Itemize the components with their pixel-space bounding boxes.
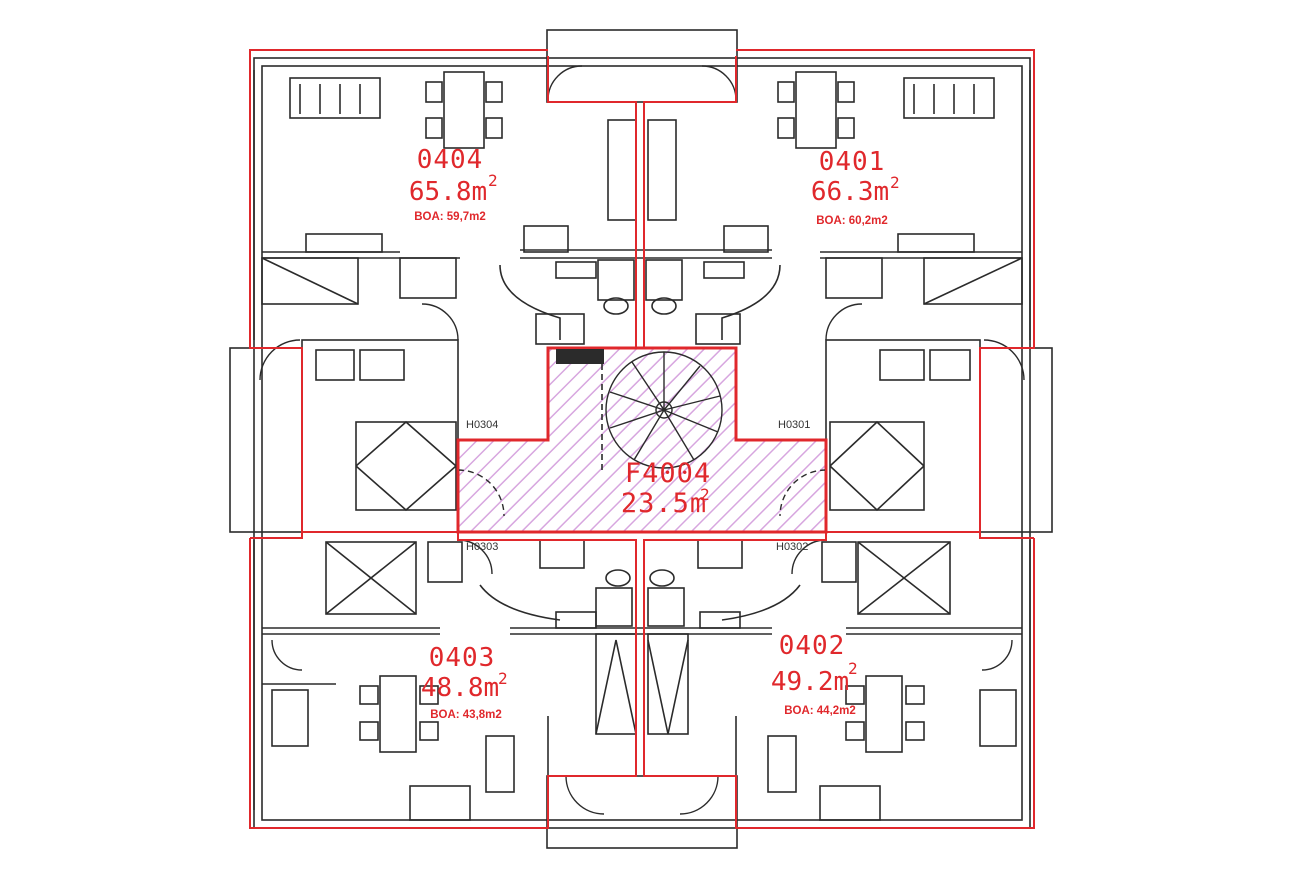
boundary-0402 [643,531,1035,829]
apartment-label-0404: 0404 65.8m 2 BOA: 59,7m2 [409,145,498,223]
spiral-stair [605,351,723,469]
core-id: F4004 [625,458,711,489]
apartment-id: 0404 [417,145,484,175]
core-area: 23.5m [621,488,707,519]
apartment-label-0401: 0401 66.3m 2 BOA: 60,2m2 [811,147,900,227]
apartment-area-sup: 2 [498,669,508,688]
door-tags: H0304 H0301 H0303 H0302 [466,419,810,553]
core-dark-band [556,348,604,364]
door-tag: H0304 [466,419,498,431]
apartment-boa: BOA: 44,2m2 [784,705,856,717]
door-tag: H0303 [466,541,498,553]
outer-wall [253,57,1031,829]
boundary-0404 [249,49,637,533]
apartment-area-sup: 2 [890,173,900,192]
apartment-id: 0401 [819,147,886,177]
apartment-area: 48.8m [421,673,499,703]
door-tag: H0302 [776,541,808,553]
balcony-right [979,347,1053,533]
chairs [359,81,925,741]
apartment-area: 66.3m [811,177,889,207]
apartment-id: 0403 [429,643,496,673]
apartment-label-0403: 0403 48.8m 2 BOA: 43,8m2 [421,643,508,721]
apartment-id: 0402 [779,631,846,661]
apartment-area: 49.2m [771,667,849,697]
apartment-boa: BOA: 43,8m2 [430,709,502,721]
outer-wall-inner [261,65,1023,821]
apartment-area-sup: 2 [848,659,858,678]
apartment-boa: BOA: 60,2m2 [816,215,888,227]
apartment-area-sup: 2 [488,171,498,190]
boundary-0403 [249,531,637,829]
balcony-left [229,347,303,533]
core-label: F4004 23.5m 2 [621,458,711,519]
balcony-bottom [546,775,738,849]
apartment-boundaries [249,49,1035,829]
apartment-area: 65.8m [409,177,487,207]
apartment-boa: BOA: 59,7m2 [414,211,486,223]
apartment-label-0402: 0402 49.2m 2 BOA: 44,2m2 [771,631,858,717]
core-area-sup: 2 [700,485,710,504]
door-swings [259,65,1025,815]
door-tag: H0301 [778,419,810,431]
boundary-0401 [643,49,1035,533]
